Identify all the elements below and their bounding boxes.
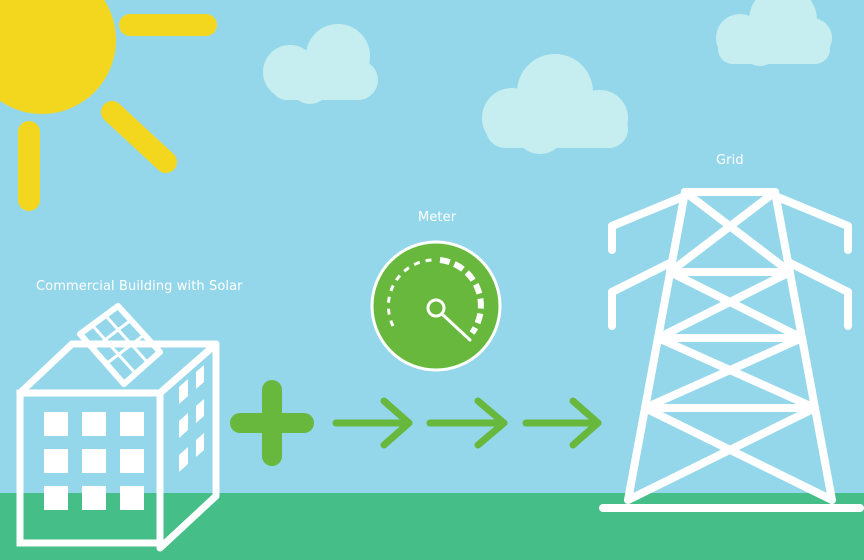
grid-label: Grid [716, 153, 744, 168]
arrow-right-icon [332, 397, 413, 449]
cloud-icon [263, 24, 378, 104]
meter-gauge-icon [370, 240, 502, 372]
meter-label: Meter [418, 210, 457, 225]
arrow-right-icon [522, 397, 602, 449]
building-label: Commercial Building with Solar [36, 279, 243, 294]
cloud-icon [482, 54, 628, 154]
solar-panel-icon [77, 303, 163, 387]
transmission-tower-icon [599, 188, 864, 512]
building-icon [16, 340, 220, 552]
arrow-right-icon [426, 397, 508, 449]
plus-icon [230, 380, 314, 466]
sun-icon [0, 0, 217, 211]
cloud-icon [716, 0, 832, 66]
